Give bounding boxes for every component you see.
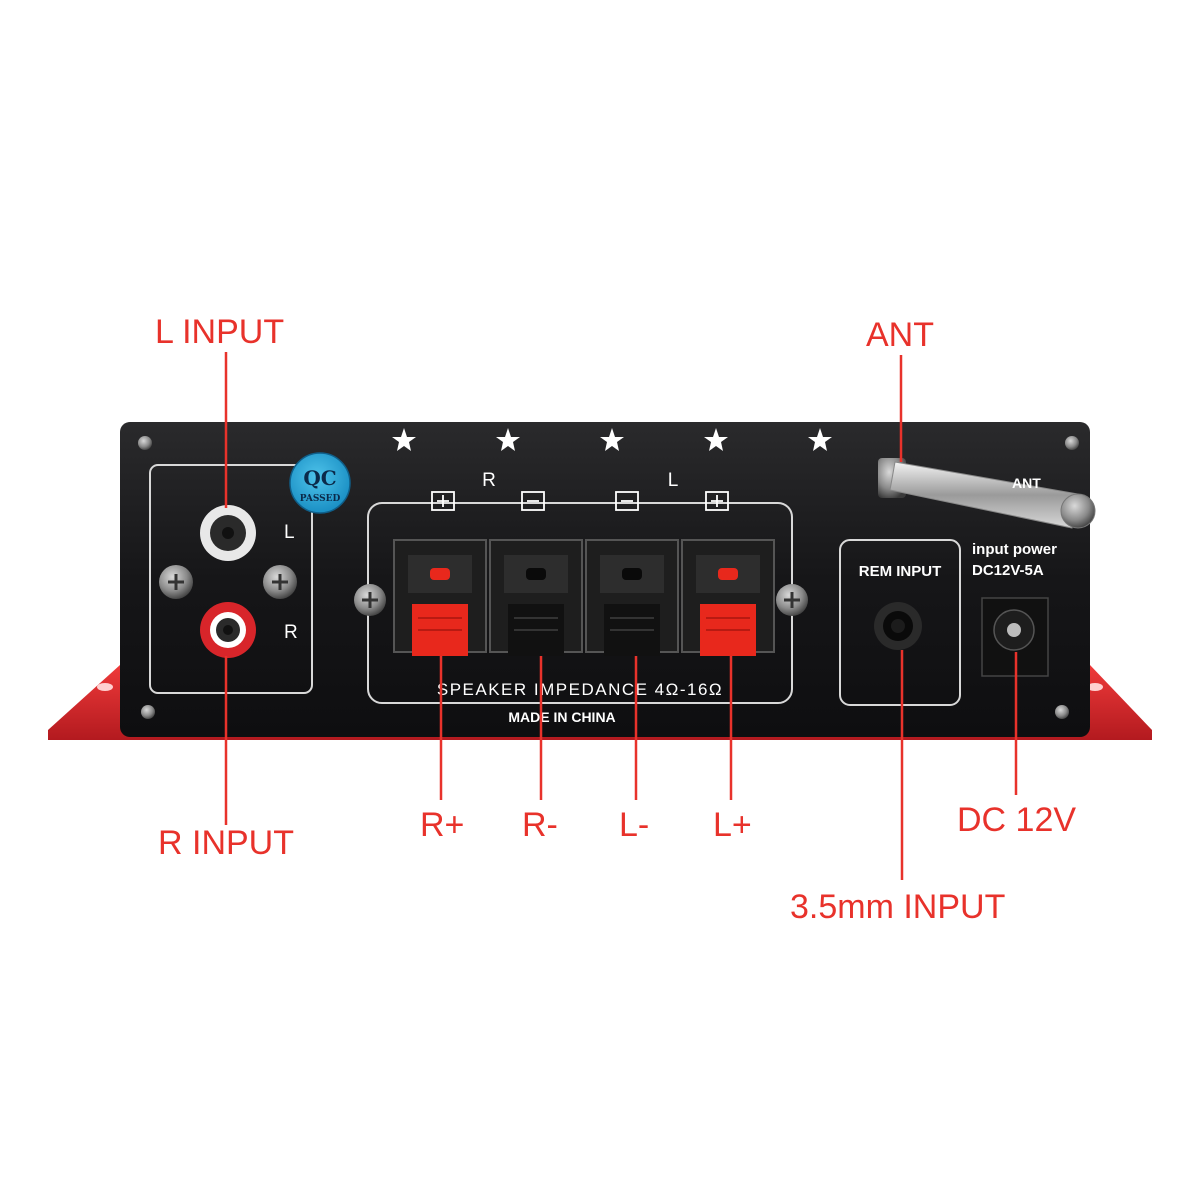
- rca-input-box: [149, 464, 313, 694]
- callout-l-minus: L-: [619, 806, 650, 844]
- decorative-stars: [392, 428, 832, 451]
- rca-jack-left[interactable]: [200, 505, 256, 561]
- qc-sticker-top: QC: [303, 466, 336, 490]
- input-power-label: input power: [972, 541, 1057, 558]
- rca-label-r: R: [284, 622, 298, 643]
- speaker-terminal-l-minus[interactable]: [585, 539, 679, 656]
- rca-jack-right[interactable]: [200, 602, 256, 658]
- antenna-small-label: ANT: [1012, 475, 1041, 491]
- callout-r-input: R INPUT: [158, 824, 294, 862]
- rem-input-box: [839, 539, 961, 706]
- polarity-markers: [431, 491, 729, 511]
- channel-label-r: R: [482, 470, 496, 491]
- callout-r-plus: R+: [420, 806, 465, 844]
- qc-passed-sticker: QC PASSED: [289, 452, 351, 514]
- callout-l-input: L INPUT: [155, 313, 285, 351]
- dc-spec-label: DC12V-5A: [972, 562, 1044, 579]
- speaker-impedance-label: SPEAKER IMPEDANCE 4Ω-16Ω: [437, 680, 723, 699]
- speaker-terminal-l-plus[interactable]: [681, 539, 775, 656]
- antenna-rod[interactable]: [878, 458, 1096, 529]
- callout-dc-12v: DC 12V: [957, 801, 1077, 839]
- speaker-terminal-r-minus[interactable]: [489, 539, 583, 656]
- callout-lines: [224, 352, 1018, 880]
- callout-l-plus: L+: [713, 806, 752, 844]
- rem-input-jack[interactable]: [874, 602, 922, 650]
- rca-screws: [159, 565, 297, 599]
- rem-input-label: REM INPUT: [859, 563, 942, 580]
- speaker-terminal-r-plus[interactable]: [393, 539, 487, 656]
- terminal-block-screws: [354, 584, 808, 616]
- made-in-china-label: MADE IN CHINA: [508, 709, 615, 725]
- qc-sticker-bottom: PASSED: [300, 494, 341, 504]
- channel-label-l: L: [668, 470, 679, 491]
- callout-r-minus: R-: [522, 806, 558, 844]
- callout-3-5mm-input: 3.5mm INPUT: [790, 888, 1006, 926]
- rca-label-l: L: [284, 522, 295, 543]
- callout-ant: ANT: [866, 316, 934, 354]
- corner-screws: [138, 436, 1079, 719]
